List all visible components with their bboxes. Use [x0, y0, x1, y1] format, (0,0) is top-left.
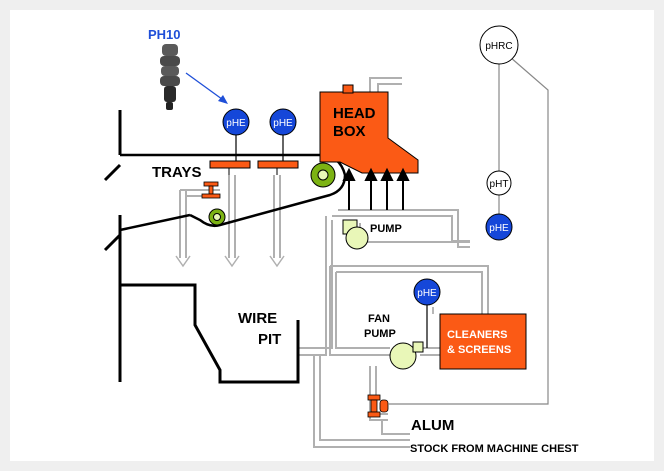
alum-label: ALUM	[411, 417, 454, 434]
alum-valve	[367, 394, 389, 418]
cleaners-label-line1: CLEANERS	[447, 329, 508, 341]
phrc-controller: pHRC	[479, 25, 519, 65]
phe-fan-pump: pHE	[413, 278, 441, 348]
pump: PUMP	[342, 219, 402, 250]
fan-pump-label-line1: FAN	[368, 313, 390, 325]
pht-transmitter: pHT	[486, 170, 512, 196]
signal-lines	[388, 56, 549, 405]
cleaners-label-line2: & SCREENS	[447, 344, 511, 356]
phrc-label: pHRC	[485, 41, 512, 52]
tray-arrows	[175, 255, 285, 268]
phe-tray2: pHE	[269, 108, 297, 161]
wire-pit-label-line1: WIRE	[238, 310, 277, 327]
trays: TRAYS	[152, 160, 299, 181]
phe-tray1-label: pHE	[226, 118, 246, 129]
couch-roll	[310, 162, 336, 188]
pht-label: pHT	[490, 179, 509, 190]
stock-label: STOCK FROM MACHINE CHEST	[410, 443, 579, 455]
phe-pump: pHE	[485, 213, 513, 241]
phe-fan-pump-label: pHE	[417, 288, 437, 299]
ph10-probe: PH10	[148, 27, 228, 110]
head-box-label-line1: HEAD	[333, 105, 376, 122]
phe-pump-label: pHE	[489, 223, 509, 234]
head-box: HEAD BOX	[319, 84, 419, 174]
fan-pump-label-line2: PUMP	[364, 328, 396, 340]
trays-label: TRAYS	[152, 164, 201, 181]
phe-tray1: pHE	[222, 108, 250, 161]
headbox-feed-arrows	[342, 167, 410, 210]
phe-tray2-label: pHE	[273, 118, 293, 129]
wire-pit-label-line2: PIT	[258, 331, 281, 348]
head-box-label-line2: BOX	[333, 123, 366, 140]
tray-valve	[201, 181, 221, 199]
diagram-frame: HEAD BOX TRAYS PUMP FAN	[10, 10, 654, 461]
breast-roll	[208, 208, 226, 226]
pump-label: PUMP	[370, 223, 402, 235]
fan-pump: FAN PUMP	[364, 313, 424, 370]
process-diagram: HEAD BOX TRAYS PUMP FAN	[103, 25, 579, 455]
ph10-label: PH10	[148, 27, 181, 42]
wire-pit-outline	[103, 110, 347, 384]
cleaners-screens: CLEANERS & SCREENS	[439, 313, 527, 370]
